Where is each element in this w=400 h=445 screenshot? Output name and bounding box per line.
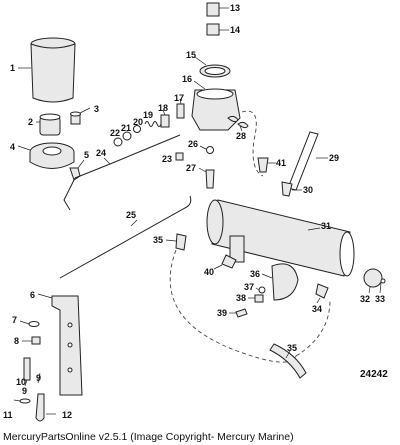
callout-30: 30: [303, 185, 313, 195]
callout-35-upper: 35: [153, 235, 163, 245]
footer-credit: MercuryPartsOnline v2.5.1 (Image Copyrig…: [3, 431, 294, 443]
callout-18: 18: [158, 103, 168, 113]
callout-8: 8: [14, 336, 19, 346]
callout-5: 5: [84, 150, 89, 160]
callout-37: 37: [244, 282, 254, 292]
part-25-long-line: [59, 195, 192, 279]
callout-40: 40: [204, 267, 214, 277]
part-28-clamps: [227, 115, 249, 132]
callout-35-lower: 35: [287, 343, 297, 353]
callout-12: 12: [62, 410, 72, 420]
callout-24: 24: [96, 148, 106, 158]
callout-11: 11: [3, 410, 13, 420]
part-2-plug: [36, 113, 61, 136]
callout-27: 27: [186, 163, 196, 173]
callout-7: 7: [12, 315, 17, 325]
callout-2: 2: [28, 117, 33, 127]
part-36-guard: [261, 263, 299, 301]
callout-17: 17: [174, 93, 184, 103]
callout-9-right: 9: [36, 373, 41, 383]
part-35-40-fittings: [165, 233, 237, 270]
part-24-fuel-line: [63, 134, 181, 211]
part-3-fitting: [70, 107, 91, 125]
figure-number: 24242: [360, 369, 388, 380]
part-35-dashed-hose: [169, 110, 331, 379]
part-15-ring: [194, 56, 231, 78]
part-6-bracket: [37, 293, 83, 396]
part-13-14-fittings: [206, 2, 229, 36]
callout-25: 25: [126, 210, 136, 220]
callout-31: 31: [321, 221, 331, 231]
callout-39: 39: [217, 308, 227, 318]
part-19-22-spring-seals: [113, 121, 162, 147]
part-1-filter-canister: [18, 37, 76, 103]
callout-15: 15: [186, 50, 196, 60]
callout-16: 16: [182, 74, 192, 84]
callout-26: 26: [188, 139, 198, 149]
callout-41: 41: [276, 158, 286, 168]
part-7-12-hardware: [13, 320, 56, 422]
callout-14: 14: [230, 25, 240, 35]
callout-20: 20: [133, 117, 143, 127]
callout-9-left: 9: [22, 386, 27, 396]
part-31-manifold: [206, 199, 355, 277]
part-30-41-fittings: [257, 157, 302, 197]
callout-33: 33: [375, 294, 385, 304]
callout-36: 36: [250, 269, 260, 279]
part-16-housing: [191, 80, 241, 131]
callout-13: 13: [230, 3, 240, 13]
callout-1: 1: [10, 63, 15, 73]
callout-29: 29: [329, 153, 339, 163]
callout-32: 32: [360, 294, 370, 304]
callout-28: 28: [236, 131, 246, 141]
callout-22: 22: [110, 128, 120, 138]
callout-6: 6: [30, 290, 35, 300]
part-37-39-hardware: [229, 286, 266, 318]
callout-38: 38: [236, 293, 246, 303]
callout-34: 34: [312, 304, 322, 314]
callout-19: 19: [143, 110, 153, 120]
callout-3: 3: [94, 104, 99, 114]
callout-21: 21: [121, 123, 131, 133]
part-32-34-caps: [315, 268, 386, 304]
part-17-18-fittings: [160, 98, 185, 128]
callout-10: 10: [16, 377, 26, 387]
part-23-26-27-fittings: [175, 145, 215, 189]
callout-23: 23: [162, 154, 172, 164]
part-4-filter-base: [17, 142, 75, 169]
callout-4: 4: [10, 142, 15, 152]
